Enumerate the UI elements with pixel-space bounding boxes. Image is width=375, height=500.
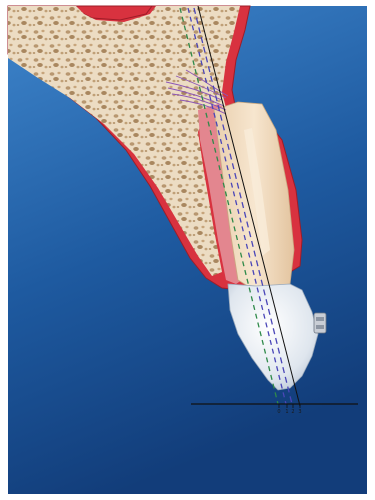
reference-label-2: 2 — [291, 409, 294, 415]
reference-label-1: 1 — [285, 409, 288, 415]
reference-label-3: 3 — [298, 409, 301, 415]
reference-label-0: 0 — [277, 409, 280, 415]
orthodontic-bracket — [314, 313, 326, 333]
